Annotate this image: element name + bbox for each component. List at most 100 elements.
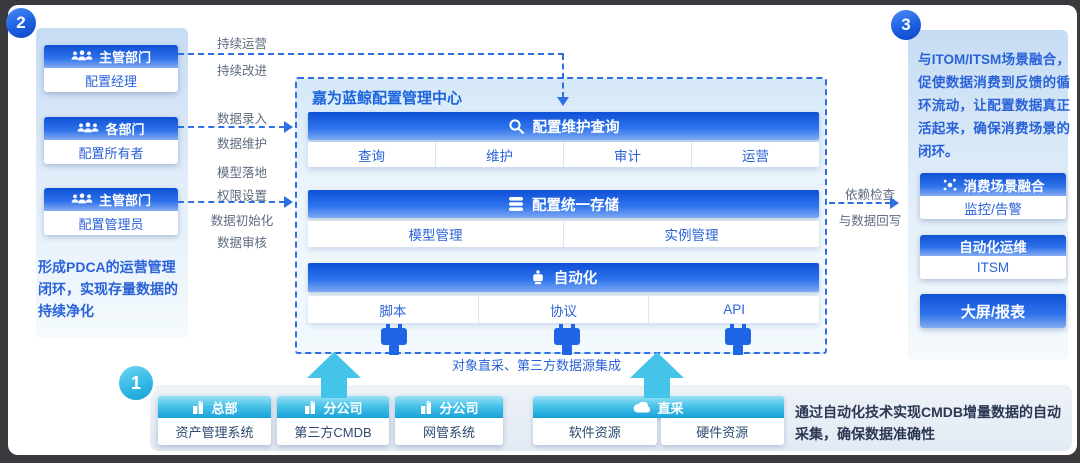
people-icon	[71, 50, 93, 61]
flow-label-model-landing: 模型落地	[216, 166, 267, 180]
consumer-box-scene-fusion: 消费场景融合 监控/告警	[920, 173, 1066, 219]
cell-script: 脚本	[379, 303, 407, 319]
arrowhead-right-icon	[890, 197, 899, 209]
section-automation-cells: 脚本 协议 API	[308, 296, 819, 323]
role-header: 主管部门	[44, 45, 178, 68]
source-header: 总部	[158, 396, 271, 418]
people-icon	[71, 193, 93, 204]
section-config-query-header: 配置维护查询	[308, 112, 819, 140]
source-item-network-system: 网管系统	[395, 418, 503, 445]
plug-connector-icon	[376, 324, 412, 361]
consumer-body-monitoring-alert: 监控/告警	[920, 196, 1066, 219]
cell-maintain: 维护	[435, 142, 563, 167]
source-box-headquarters: 总部 资产管理系统	[158, 396, 271, 445]
step-2-badge: 2	[6, 8, 36, 38]
plug-connector-icon	[720, 324, 756, 361]
building-icon	[421, 400, 432, 414]
cell-operate: 运营	[691, 142, 819, 167]
section-automation-header: 自动化	[308, 263, 819, 292]
cloud-icon	[634, 401, 651, 413]
people-icon	[78, 122, 99, 133]
robot-icon	[532, 270, 543, 285]
connector-line	[178, 126, 285, 128]
role-title: 主管部门	[98, 50, 151, 65]
source-box-branch-1: 分公司 第三方CMDB	[277, 396, 389, 445]
cell-query: 查询	[358, 148, 385, 164]
source-item-software-resource: 软件资源	[533, 418, 657, 445]
up-arrow-icon	[307, 352, 361, 403]
role-box-supervisor-2: 主管部门 配置管理员	[44, 188, 178, 235]
step-1-number: 1	[130, 372, 141, 393]
cell-api: API	[648, 296, 819, 323]
source-header: 分公司	[395, 396, 503, 418]
cell-protocol: 协议	[477, 296, 649, 323]
building-icon	[305, 400, 316, 414]
arrowhead-right-icon	[284, 121, 293, 133]
flow-label-data-audit: 数据审核	[216, 236, 267, 250]
source-title: 分公司	[323, 400, 363, 416]
arrowhead-down-icon	[557, 97, 569, 106]
arrowhead-right-icon	[284, 196, 293, 208]
connector-line	[178, 201, 285, 203]
flow-label-data-maintenance: 数据维护	[216, 137, 267, 151]
section-title: 配置维护查询	[532, 119, 620, 136]
source-item-thirdparty-cmdb: 第三方CMDB	[277, 418, 389, 445]
database-icon	[509, 196, 523, 211]
building-icon	[193, 400, 204, 414]
flow-label-data-writeback: 与数据回写	[838, 214, 902, 228]
itom-itsm-paragraph: 与ITOM/ITSM场景融合，促使数据消费到反馈的循环流动，让配置数据真正活起来…	[918, 52, 1070, 159]
role-subtitle: 配置经理	[44, 68, 178, 92]
cell-audit: 审计	[563, 142, 691, 167]
plug-connector-icon	[549, 324, 585, 361]
section-unified-storage-header: 配置统一存储	[308, 190, 819, 218]
automation-collection-note: 通过自动化技术实现CMDB增量数据的自动采集，确保数据准确性	[795, 404, 1061, 442]
step-3-badge: 3	[891, 10, 921, 40]
flow-label-data-initialization: 数据初始化	[210, 214, 274, 228]
section-config-query-cells: 查询 维护 审计 运营	[308, 142, 819, 167]
integration-label: 对象直采、第三方数据源集成	[452, 358, 622, 373]
flow-label-data-entry: 数据录入	[216, 112, 267, 126]
scatter-icon	[943, 178, 956, 191]
section-unified-storage-cells: 模型管理 实例管理	[308, 221, 819, 247]
consumer-header: 自动化运维	[920, 235, 1066, 256]
step-2-number: 2	[16, 13, 26, 32]
pdca-note: 形成PDCA的运营管理闭环，实现存量数据的持续净化	[38, 259, 178, 319]
source-title: 直采	[657, 400, 684, 416]
source-title: 分公司	[439, 400, 479, 416]
role-subtitle: 配置管理员	[44, 211, 178, 235]
connector-line	[178, 53, 564, 55]
consumer-header: 大屏/报表	[920, 294, 1066, 328]
cmdb-center-title: 嘉为蓝鲸配置管理中心	[312, 90, 463, 107]
cell-instance-management: 实例管理	[563, 221, 819, 247]
flow-label-dependency-check: 依赖检查	[844, 188, 895, 202]
section-title: 自动化	[553, 271, 598, 287]
consumer-title: 消费场景融合	[963, 178, 1045, 194]
step-3-number: 3	[901, 15, 911, 34]
consumer-box-dashboard-report: 大屏/报表	[920, 294, 1066, 328]
role-header: 各部门	[44, 117, 178, 140]
role-box-supervisor-1: 主管部门 配置经理	[44, 45, 178, 92]
role-subtitle: 配置所有者	[44, 140, 178, 164]
cell-model-management: 模型管理	[408, 228, 463, 243]
role-header: 主管部门	[44, 188, 178, 211]
up-arrow-icon	[630, 352, 684, 403]
role-title: 主管部门	[98, 193, 151, 208]
step-1-badge: 1	[119, 366, 153, 400]
source-box-direct-collection: 直采	[533, 396, 784, 418]
section-title: 配置统一存储	[532, 197, 619, 214]
consumer-box-automation-ops: 自动化运维 ITSM	[920, 235, 1066, 279]
search-icon	[508, 118, 524, 134]
connector-line	[829, 202, 891, 204]
source-header: 直采	[533, 396, 784, 418]
connector-line	[562, 54, 564, 98]
source-header: 分公司	[277, 396, 389, 418]
flow-label-permission-setting: 权限设置	[216, 189, 267, 203]
role-title: 各部门	[105, 122, 145, 137]
source-direct-collection-items: 软件资源 硬件资源	[533, 418, 784, 445]
source-box-branch-2: 分公司 网管系统	[395, 396, 503, 445]
consumer-body-itsm: ITSM	[920, 256, 1066, 279]
flow-label-continuous-improvement: 持续改进	[216, 64, 267, 78]
source-item-hardware-resource: 硬件资源	[660, 418, 784, 445]
source-item-asset-system: 资产管理系统	[158, 418, 271, 445]
